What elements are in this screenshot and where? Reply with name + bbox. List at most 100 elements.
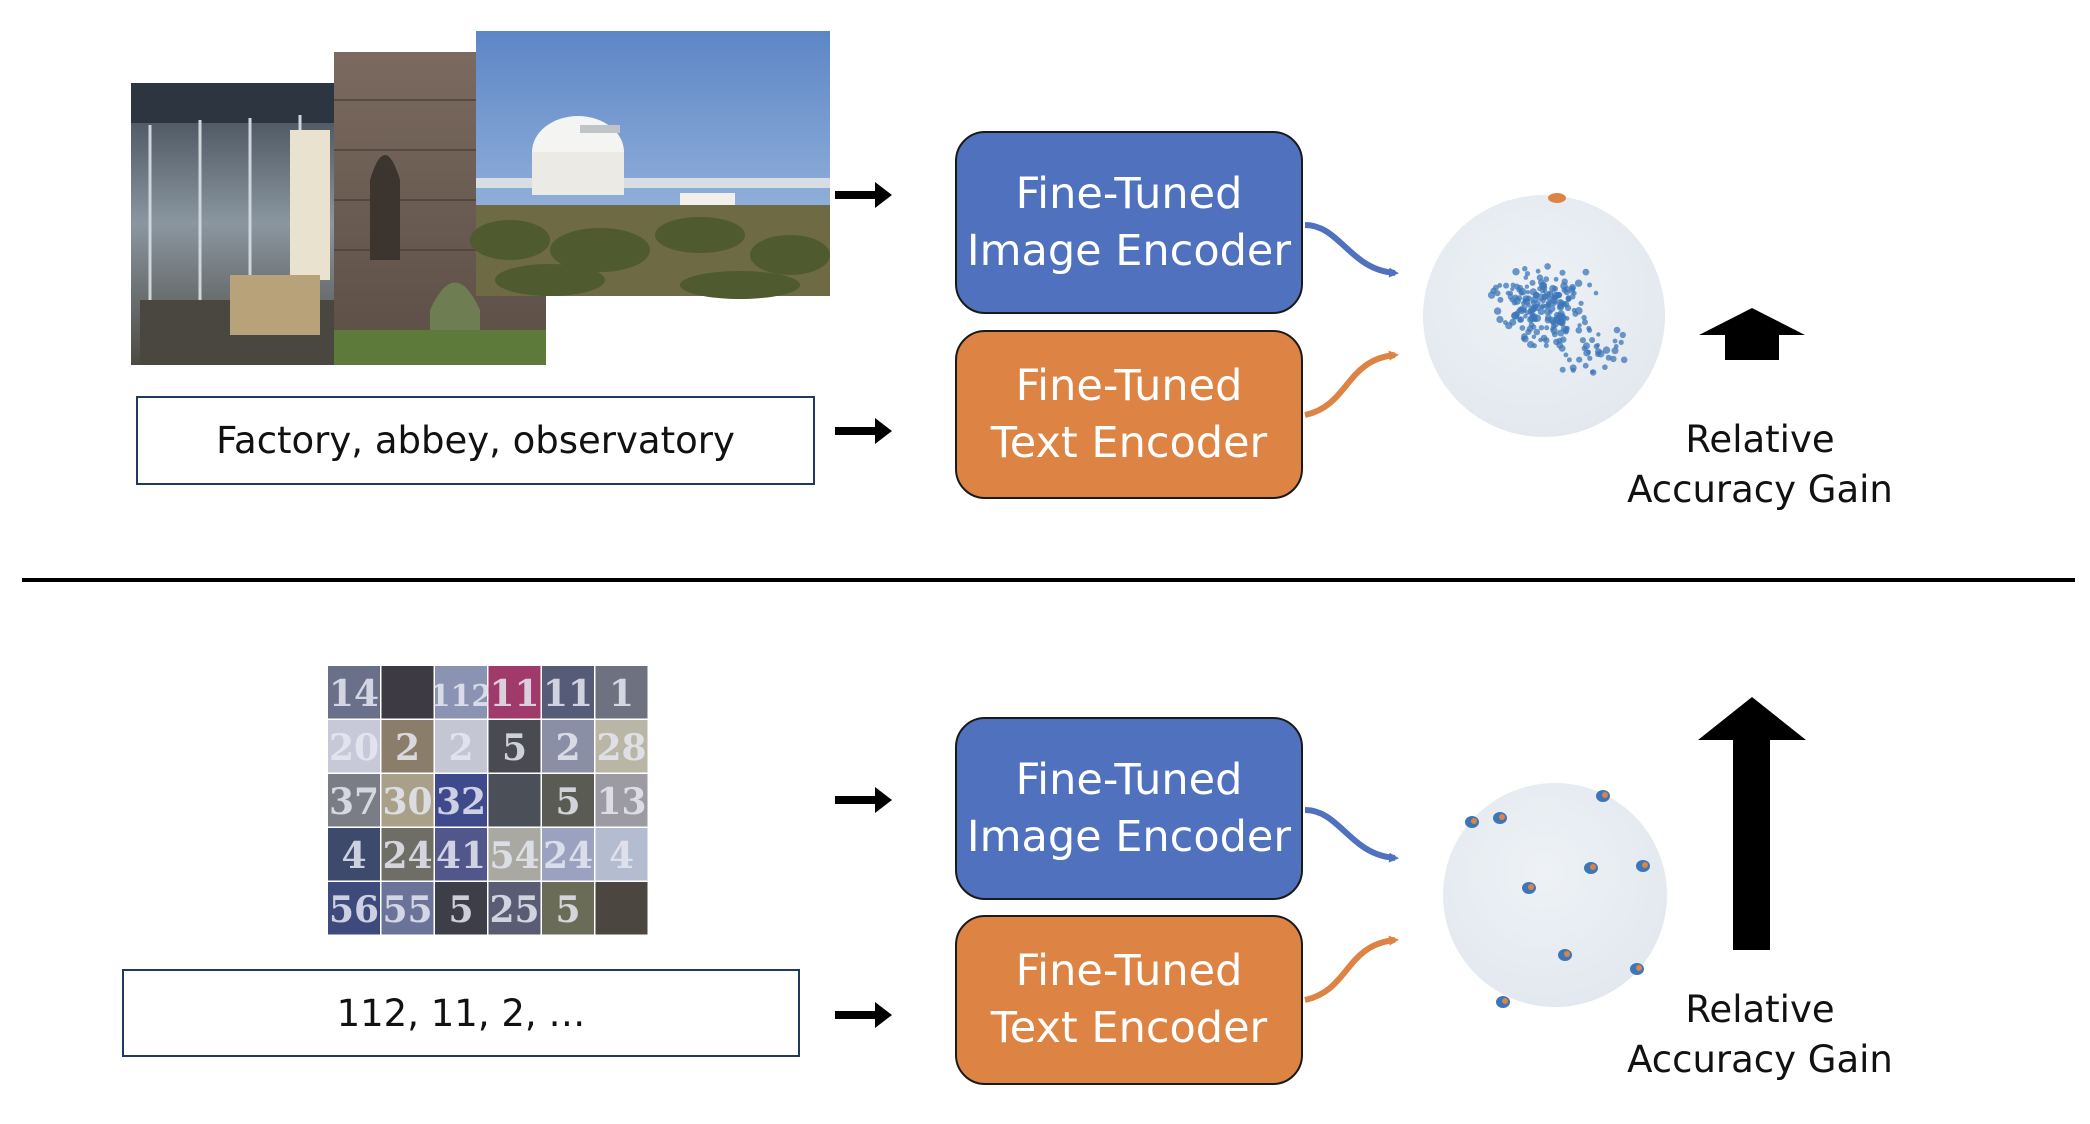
- digit-tile: [488, 666, 541, 719]
- digit-tile-label: 55: [382, 889, 432, 931]
- image-embedding-point: [1517, 317, 1523, 323]
- image-embedding-point: [1559, 366, 1566, 373]
- image-embedding-point: [1612, 338, 1618, 344]
- image-embedding-point: [1519, 325, 1526, 331]
- digit-tile-label: 56: [329, 889, 379, 931]
- image-embedding-point: [1527, 340, 1535, 349]
- image-embedding-point: [1521, 307, 1527, 313]
- top-text-encoder-box: Fine-Tuned Text Encoder: [955, 330, 1303, 499]
- image-embedding-point: [1564, 316, 1570, 321]
- digit-tile-label: 11: [489, 673, 539, 715]
- text-cluster-point: [1502, 998, 1508, 1004]
- text-cluster-point: [1642, 862, 1648, 868]
- digit-tile: [542, 666, 594, 719]
- image-embedding-point: [1582, 319, 1588, 326]
- bottom-gain-label-line1: Relative: [1685, 988, 1835, 1031]
- image-embedding-point: [1533, 328, 1541, 336]
- bottom-image-encoder-box: Fine-Tuned Image Encoder: [955, 717, 1303, 900]
- image-embedding-point: [1544, 325, 1550, 331]
- image-embedding-point: [1510, 282, 1516, 288]
- image-embedding-point: [1523, 297, 1531, 306]
- digit-tile: [542, 774, 594, 827]
- image-embedding-point: [1546, 291, 1552, 297]
- bottom-image-encoder-line1: Fine-Tuned: [1015, 754, 1243, 805]
- image-embedding-point: [1497, 283, 1503, 288]
- image-embedding-point: [1522, 266, 1528, 272]
- digit-tile: [595, 828, 648, 881]
- top-gain-label-line1: Relative: [1685, 418, 1835, 461]
- top-caption-box: Factory, abbey, observatory: [136, 396, 815, 485]
- image-embedding-point: [1531, 334, 1537, 340]
- text-cluster-point: [1564, 951, 1570, 957]
- image-embedding-point: [1586, 349, 1591, 355]
- digit-tile: [381, 720, 434, 773]
- image-embedding-point: [1550, 327, 1558, 335]
- image-embedding-point: [1557, 329, 1565, 337]
- bottom-gain-label-line2: Accuracy Gain: [1627, 1038, 1893, 1081]
- image-embedding-point: [1553, 276, 1559, 282]
- digit-tile: [328, 882, 380, 935]
- image-embedding-point: [1595, 343, 1600, 348]
- image-embedding-point: [1517, 284, 1524, 291]
- image-embedding-point: [1563, 352, 1569, 358]
- digit-tile: [435, 774, 487, 827]
- image-embedding-point: [1510, 286, 1515, 292]
- image-embedding-point: [1586, 325, 1592, 331]
- bottom-image-input-arrow: [835, 787, 892, 813]
- image-embedding-point: [1577, 323, 1582, 328]
- digit-tile: [435, 828, 487, 881]
- image-embedding-point: [1550, 300, 1557, 307]
- image-embedding-point: [1512, 268, 1520, 276]
- digit-tile: [381, 666, 434, 719]
- digit-tile: [595, 774, 648, 827]
- image-embedding-point: [1543, 308, 1551, 316]
- image-embedding-cluster: [1487, 263, 1628, 376]
- digit-tile-label: 2: [395, 727, 420, 769]
- text-cluster-point: [1499, 814, 1505, 820]
- image-embedding-point: [1511, 312, 1520, 320]
- image-embedding-point: [1619, 331, 1626, 339]
- image-embedding-point: [1566, 297, 1571, 302]
- image-embedding-point: [1521, 333, 1528, 340]
- digit-tile: [381, 774, 434, 827]
- image-embedding-point: [1579, 337, 1586, 344]
- digit-tile: [542, 828, 594, 881]
- digit-tile: [435, 666, 487, 719]
- digit-tile-label: 30: [382, 781, 432, 823]
- digit-tile: [542, 882, 594, 935]
- image-embedding-point: [1503, 282, 1510, 289]
- text-embedding-point: [1548, 193, 1566, 203]
- image-embedding-point: [1494, 290, 1501, 297]
- image-embedding-point: [1530, 299, 1536, 305]
- small-gain-arrow: [1699, 308, 1805, 360]
- digit-tile-label: 4: [609, 835, 634, 877]
- image-embedding-point: [1524, 271, 1531, 277]
- image-embedding-point: [1537, 308, 1545, 316]
- digit-tile: [595, 882, 648, 935]
- top-embedding-sphere: [1423, 193, 1665, 437]
- image-embedding-point: [1559, 269, 1566, 276]
- image-embedding-point: [1569, 287, 1576, 294]
- digit-tile: [381, 882, 434, 935]
- digit-tile-label: 1: [609, 673, 634, 715]
- top-text-encoder-line2: Text Encoder: [990, 417, 1268, 468]
- large-gain-arrow: [1698, 697, 1806, 950]
- bottom-text-embedding-arrow: [1304, 935, 1399, 1003]
- image-embedding-point: [1596, 332, 1601, 337]
- digit-tile-label: 5: [555, 781, 580, 823]
- bottom-image-encoder-line2: Image Encoder: [966, 811, 1292, 862]
- digit-tile: [435, 720, 487, 773]
- digit-tile-label: 2: [555, 727, 580, 769]
- image-embedding-point: [1605, 354, 1612, 361]
- image-embedding-point: [1581, 314, 1587, 321]
- image-embedding-point: [1492, 284, 1499, 291]
- digit-tile: [381, 828, 434, 881]
- image-embedding-point: [1543, 337, 1550, 344]
- image-embedding-point: [1529, 279, 1536, 286]
- image-embedding-point: [1618, 339, 1624, 345]
- image-embedding-point: [1543, 343, 1549, 349]
- image-embedding-point: [1554, 291, 1560, 297]
- image-embedding-point: [1535, 268, 1541, 274]
- image-embedding-point: [1571, 307, 1577, 313]
